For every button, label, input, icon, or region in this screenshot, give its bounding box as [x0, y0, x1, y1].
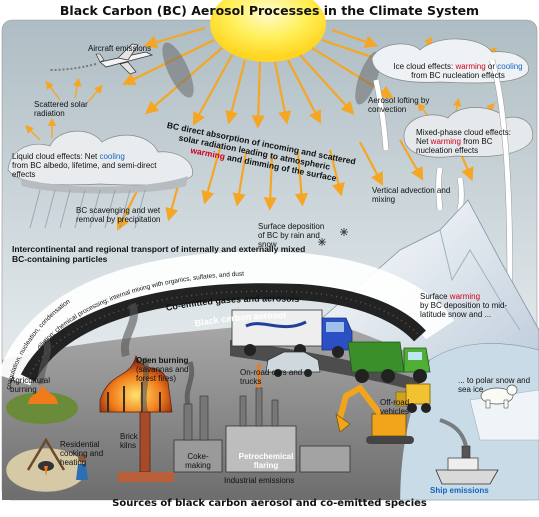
- dump-truck-icon: [347, 341, 431, 383]
- forest-fire-icon: [99, 302, 173, 413]
- mixed-phase-net: Net: [416, 137, 431, 146]
- scavenging-label: BC scavenging and wet removal by precipi…: [76, 206, 161, 224]
- surface-warming-red: warming: [449, 292, 481, 301]
- liquid-cloud-cooling: cooling: [99, 152, 125, 161]
- industrial-label: Industrial emissions: [224, 476, 295, 485]
- liquid-cloud: [7, 130, 193, 194]
- truck-icon: [231, 309, 353, 358]
- ice-cloud-text: Ice cloud effects:: [393, 62, 456, 71]
- aerosol-lofting-label: Aerosol lofting by convection: [368, 96, 430, 114]
- snowflake-icons: [318, 228, 348, 246]
- mixed-phase-warming: warming: [430, 137, 461, 146]
- brick-kilns-label: Brick kilns: [120, 432, 138, 450]
- open-burning-label: Open burning (savannas and forest fires): [136, 356, 206, 383]
- ship-emissions-label: Ship emissions: [430, 486, 489, 495]
- ice-cloud-text-2: from BC nucleation effects: [411, 71, 505, 80]
- open-burning-title: Open burning: [136, 356, 189, 365]
- sun: [210, 0, 326, 62]
- mixed-phase-label: Mixed-phase cloud effects: Net warming f…: [416, 128, 530, 155]
- ice-cloud-cooling: cooling: [497, 62, 523, 71]
- residential-stove-icon: [5, 437, 88, 493]
- mixed-phase-line-1: Mixed-phase cloud effects:: [416, 128, 512, 137]
- polar-label: ... to polar snow and sea ice: [458, 376, 531, 394]
- ship-icon: [435, 418, 499, 485]
- surface-warming-label: Surface warming by BC deposition to mid-…: [420, 292, 530, 319]
- mixed-phase-line-2: Net warming from BC nucleation effects: [416, 137, 530, 155]
- bc-transport-arc: [0, 251, 455, 386]
- liquid-cloud-label: Liquid cloud effects: Net cooling from B…: [12, 152, 162, 179]
- road: [230, 340, 420, 392]
- surface-warming-text: Surface: [420, 292, 450, 301]
- excavator-icon: [335, 384, 414, 444]
- ice-cloud: [371, 38, 529, 84]
- on-road-label: On-road cars and trucks: [240, 368, 303, 386]
- industrial-plant-icon: [173, 361, 351, 473]
- residential-label: Residential cooking and heating: [60, 440, 104, 467]
- surface-deposition-label: Surface deposition of BC by rain and sno…: [258, 222, 325, 249]
- ice-cloud-warming: warming: [455, 62, 486, 71]
- ice-cloud-label: Ice cloud effects: warming or cooling fr…: [388, 62, 528, 80]
- diagram-title: Black Carbon (BC) Aerosol Processes in t…: [59, 3, 480, 18]
- aircraft-icon: [49, 43, 154, 75]
- skid-loader-icon: [395, 383, 431, 413]
- brick-kiln-icon: [118, 357, 174, 482]
- car-icon: [265, 351, 321, 377]
- coke-making-label: Coke-making: [185, 452, 211, 470]
- liquid-cloud-text: Liquid cloud effects: Net: [12, 152, 100, 161]
- aircraft-label: Aircraft emissions: [88, 44, 152, 53]
- sources-title: Sources of black carbon aerosol and co-e…: [112, 498, 427, 509]
- petrochemical-label: Petrochemical flaring: [238, 452, 294, 470]
- polar-bear-icon: [480, 384, 518, 409]
- liquid-cloud-text-2: from BC albedo, lifetime, and semi-direc…: [12, 161, 157, 179]
- agricultural-burning-icon: [6, 338, 78, 424]
- vertical-advection-label: Vertical advection and mixing: [372, 186, 451, 204]
- transport-label: Intercontinental and regional transport …: [12, 244, 306, 264]
- open-burning-detail: (savannas and forest fires): [136, 365, 189, 383]
- mixed-phase-tail: from BC nucleation effects: [416, 137, 493, 155]
- off-road-label: Off-road vehicles: [380, 398, 410, 416]
- agricultural-label: Agricultural burning: [10, 376, 51, 394]
- surface-warming-text-2: by BC deposition to mid-latitude snow an…: [420, 301, 508, 319]
- precipitation: [29, 189, 146, 229]
- ice-cloud-or: or: [485, 62, 498, 71]
- scattered-solar-label: Scattered solar radiation: [34, 100, 88, 118]
